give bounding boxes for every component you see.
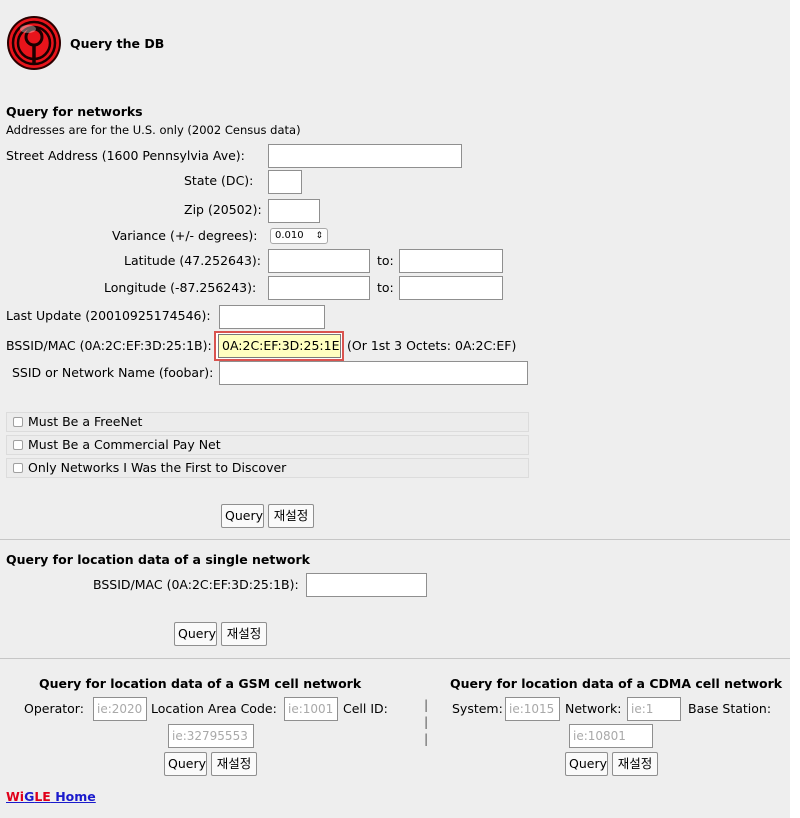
longitude-label: Longitude (-87.256243): (104, 280, 257, 295)
cdma-system-label: System: (452, 701, 503, 716)
gsm-cellid-input[interactable]: ie:32795553 (168, 724, 254, 748)
state-label: State (DC): (184, 173, 254, 188)
cdma-system-input[interactable]: ie:1015 (505, 697, 560, 721)
column-divider: | | | (424, 696, 428, 747)
street-input[interactable] (268, 144, 462, 168)
variance-value: 0.010 (275, 230, 304, 241)
networks-heading: Query for networks (6, 104, 143, 119)
wigle-home-link[interactable]: WiGLE Home (6, 789, 96, 804)
cdma-basestation-label: Base Station: (688, 701, 772, 716)
gsm-lac-input[interactable]: ie:1001 (284, 697, 338, 721)
checkbox-box[interactable] (13, 417, 23, 427)
zip-label: Zip (20502): (184, 202, 262, 217)
wigle-home: Home (50, 789, 96, 804)
gsm-query-button[interactable]: Query (164, 752, 207, 776)
checkbox-box[interactable] (13, 440, 23, 450)
bssid-hint: (Or 1st 3 Octets: 0A:2C:EF) (347, 338, 517, 353)
wigle-wi: Wi (6, 789, 25, 804)
latitude-from-input[interactable] (268, 249, 370, 273)
longitude-from-input[interactable] (268, 276, 370, 300)
single-query-button[interactable]: Query (174, 622, 217, 646)
gsm-lac-label: Location Area Code: (151, 701, 277, 716)
freenet-label: Must Be a FreeNet (28, 414, 143, 429)
wigle-le: LE (34, 789, 51, 804)
single-reset-button[interactable]: 재설정 (221, 622, 267, 646)
ssid-label: SSID or Network Name (foobar): (12, 365, 214, 380)
longitude-to-input[interactable] (399, 276, 503, 300)
longitude-to-label: to: (377, 280, 394, 295)
freenet-checkbox[interactable]: Must Be a FreeNet (6, 412, 529, 432)
cdma-basestation-input[interactable]: ie:10801 (569, 724, 653, 748)
latitude-to-label: to: (377, 253, 394, 268)
divider-bar: | (424, 731, 429, 746)
paynet-label: Must Be a Commercial Pay Net (28, 437, 221, 452)
select-arrows-icon: ⇕ (315, 231, 323, 241)
cdma-heading: Query for location data of a CDMA cell n… (450, 676, 783, 691)
section-divider (0, 539, 790, 540)
networks-query-button[interactable]: Query (221, 504, 264, 528)
networks-note: Addresses are for the U.S. only (2002 Ce… (6, 123, 301, 137)
latitude-label: Latitude (47.252643): (124, 253, 261, 268)
cdma-network-input[interactable]: ie:1 (627, 697, 681, 721)
paynet-checkbox[interactable]: Must Be a Commercial Pay Net (6, 435, 529, 455)
gsm-heading: Query for location data of a GSM cell ne… (39, 676, 362, 691)
wigle-g: G (24, 789, 35, 804)
divider-bar: | (424, 697, 429, 712)
bssid-input[interactable]: 0A:2C:EF:3D:25:1E (218, 334, 341, 358)
lastupdate-input[interactable] (219, 305, 325, 329)
lastupdate-label: Last Update (20010925174546): (6, 308, 211, 323)
single-heading: Query for location data of a single netw… (6, 552, 310, 567)
single-bssid-input[interactable] (306, 573, 427, 597)
first-discover-checkbox[interactable]: Only Networks I Was the First to Discove… (6, 458, 529, 478)
checkbox-box[interactable] (13, 463, 23, 473)
cdma-query-button[interactable]: Query (565, 752, 608, 776)
gsm-operator-input[interactable]: ie:2020 (93, 697, 147, 721)
wigle-logo (6, 15, 62, 71)
section-divider (0, 658, 790, 659)
cdma-reset-button[interactable]: 재설정 (612, 752, 658, 776)
ssid-input[interactable] (219, 361, 528, 385)
gsm-reset-button[interactable]: 재설정 (211, 752, 257, 776)
wigle-logo-icon (7, 16, 61, 70)
variance-select[interactable]: 0.010 ⇕ (270, 228, 328, 244)
single-bssid-label: BSSID/MAC (0A:2C:EF:3D:25:1B): (93, 577, 299, 592)
zip-input[interactable] (268, 199, 320, 223)
networks-reset-button[interactable]: 재설정 (268, 504, 314, 528)
variance-label: Variance (+/- degrees): (112, 228, 258, 243)
page-title: Query the DB (70, 36, 165, 51)
bssid-label: BSSID/MAC (0A:2C:EF:3D:25:1B): (6, 338, 212, 353)
cdma-network-label: Network: (565, 701, 622, 716)
state-input[interactable] (268, 170, 302, 194)
gsm-operator-label: Operator: (24, 701, 84, 716)
street-label: Street Address (1600 Pennsylvia Ave): (6, 148, 245, 163)
latitude-to-input[interactable] (399, 249, 503, 273)
divider-bar: | (424, 714, 429, 729)
first-discover-label: Only Networks I Was the First to Discove… (28, 460, 287, 475)
gsm-cellid-label: Cell ID: (343, 701, 388, 716)
